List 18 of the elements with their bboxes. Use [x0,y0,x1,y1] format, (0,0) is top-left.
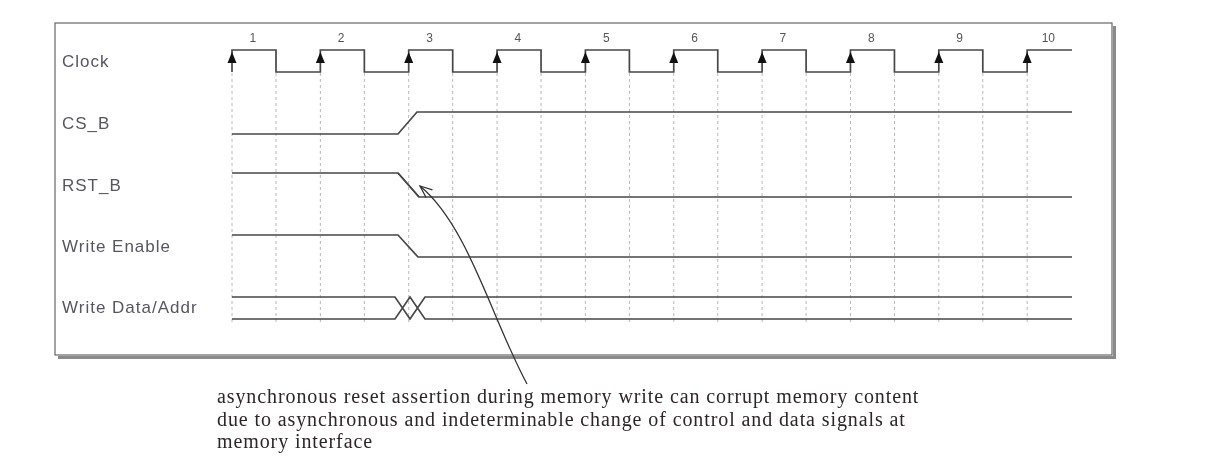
cycle-number: 8 [867,32,875,44]
signal-name: RST_B [62,176,122,194]
cycle-number: 3 [426,32,433,44]
cycle-number: 7 [779,32,787,44]
signal-name: Write Enable [62,237,171,255]
signal-name: CS_B [62,114,111,132]
cycle-number: 4 [514,32,522,44]
leader-line [419,185,528,385]
cycle-number: 10 [1041,32,1055,44]
signal-name: Clock [62,53,110,70]
signal-name: Write Data/Addr [62,299,198,316]
falling-edge [397,172,420,198]
cycle-number: 5 [602,32,610,44]
cycle-number: 1 [249,32,257,44]
annotation-note: asynchronous reset assertion during memory write can corrupt memory content due to asynchronous and indeterminable change of control and data signals at memory interface [217,385,947,453]
cycle-number: 9 [956,32,963,44]
cycle-number: 6 [691,32,698,44]
cycle-number: 2 [337,32,345,44]
